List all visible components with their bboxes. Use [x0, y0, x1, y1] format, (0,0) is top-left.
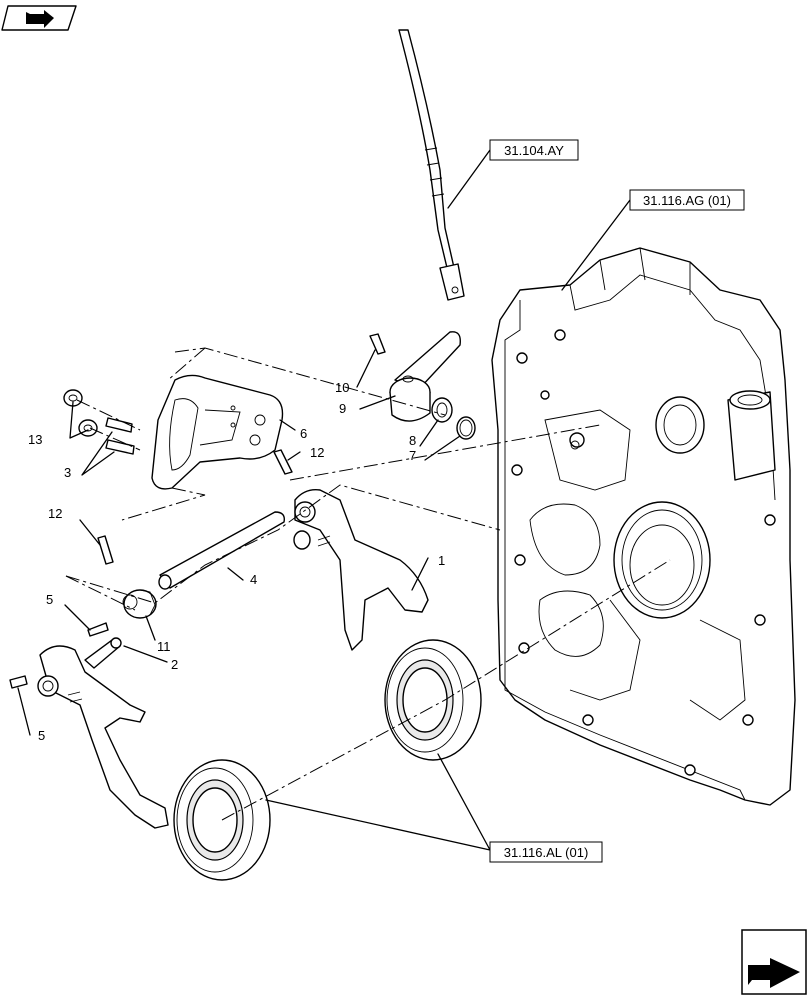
- ref-box-31-116-al[interactable]: 31.116.AL (01): [489, 841, 603, 863]
- ref-label-31-104-ay[interactable]: 31.104.AY: [504, 143, 564, 158]
- callout-12-right: 12: [310, 445, 324, 460]
- collar-11: [122, 589, 157, 619]
- shift-rail: [158, 511, 285, 590]
- book-arrow-icon[interactable]: [1, 5, 77, 31]
- callout-3: 3: [64, 465, 71, 480]
- callout-2: 2: [171, 657, 178, 672]
- ref-box-31-116-ag[interactable]: 31.116.AG (01): [629, 189, 745, 211]
- callout-11: 11: [157, 639, 171, 654]
- gearbox-housing: [491, 247, 796, 806]
- next-page-arrow-icon[interactable]: [741, 929, 807, 995]
- shift-fork-2: [37, 645, 169, 829]
- ring-8: [431, 397, 453, 423]
- callout-13: 13: [28, 432, 42, 447]
- ref-label-31-116-ag[interactable]: 31.116.AG (01): [643, 193, 731, 208]
- callout-4: 4: [250, 572, 257, 587]
- ref-box-31-104-ay[interactable]: 31.104.AY: [489, 139, 579, 161]
- pin-12-right: [273, 449, 293, 475]
- pin-10: [369, 333, 386, 355]
- leader-lines: [17, 149, 631, 851]
- selector-lever: [369, 331, 461, 422]
- callout-10: 10: [335, 380, 349, 395]
- callout-12-left: 12: [48, 506, 62, 521]
- pin-5-lower: [9, 675, 28, 689]
- shift-rail-2: [84, 637, 122, 669]
- callout-6: 6: [300, 426, 307, 441]
- callout-8: 8: [409, 433, 416, 448]
- pin-12-left: [97, 535, 114, 565]
- callout-5-upper: 5: [46, 592, 53, 607]
- shift-fork-1: [293, 489, 429, 651]
- callout-1: 1: [438, 553, 445, 568]
- callout-5-lower: 5: [38, 728, 45, 743]
- callout-9: 9: [339, 401, 346, 416]
- callout-7: 7: [409, 448, 416, 463]
- pin-5-upper: [87, 622, 109, 637]
- assembly-lines: [65, 347, 671, 821]
- ref-label-31-116-al[interactable]: 31.116.AL (01): [504, 845, 589, 860]
- sync-sleeve-right: [384, 639, 482, 761]
- pins-3: [105, 417, 135, 455]
- gate-plate: [151, 374, 284, 490]
- shift-cable: [398, 29, 465, 301]
